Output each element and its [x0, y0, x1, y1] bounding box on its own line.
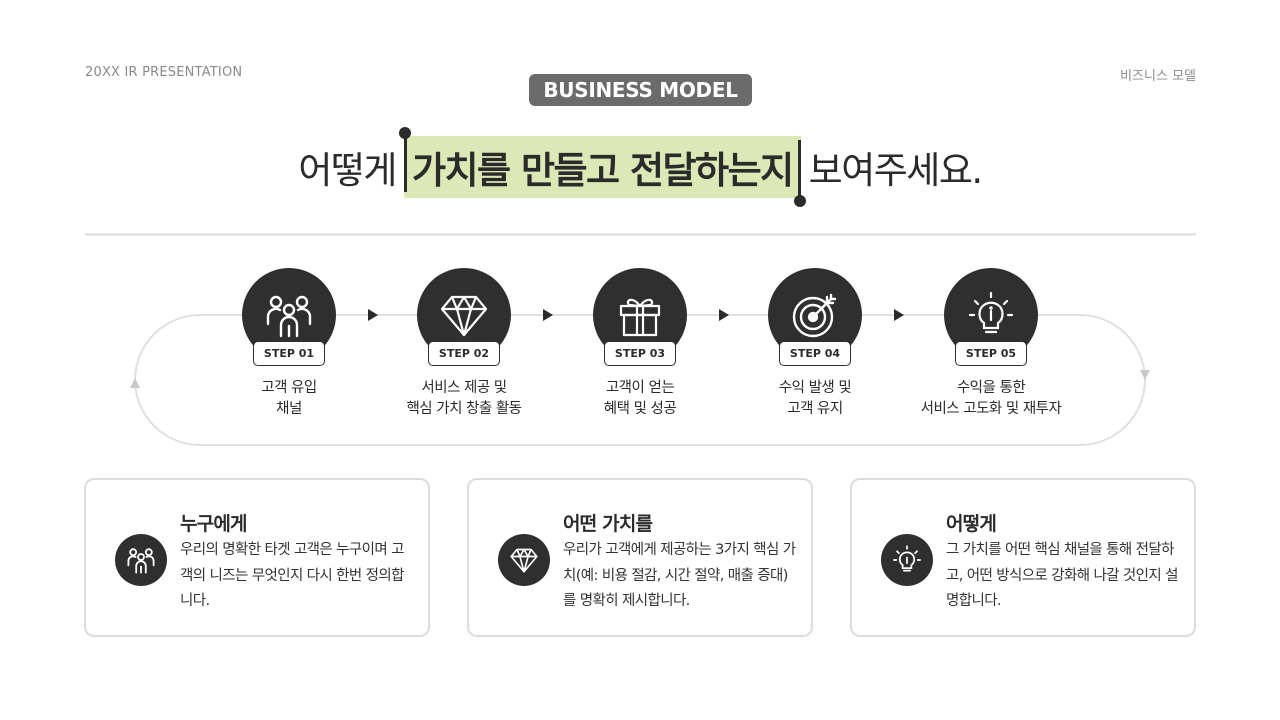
card-icon-circle — [881, 534, 933, 586]
lightbulb-icon — [968, 291, 1014, 334]
step-caption: 고객 유입 채널 — [169, 378, 409, 420]
section-label: 비즈니스 모델 — [1120, 69, 1196, 84]
gift-icon — [619, 298, 661, 337]
step-label: STEP 05 — [955, 341, 1027, 366]
card-title: 어떻게 — [946, 513, 997, 535]
step-caption-line: 핵심 가치 창출 활동 — [406, 401, 522, 417]
step-caption-line: 고객 유지 — [787, 401, 843, 417]
card-body: 우리의 명확한 타겟 고객은 누구이며 고객의 니즈는 무엇인지 다시 한번 정… — [180, 542, 404, 609]
target-icon — [792, 293, 837, 338]
arrow-up-icon — [130, 378, 140, 388]
step-caption: 서비스 제공 및 핵심 가치 창출 활동 — [344, 378, 584, 420]
step-caption-line: 고객이 얻는 — [605, 380, 675, 396]
arrow-right-icon — [543, 309, 553, 321]
divider — [85, 233, 1196, 236]
card-how: 어떻게 그 가치를 어떤 핵심 채널을 통해 전달하고, 어떤 방식으로 강화해… — [850, 478, 1196, 637]
title-suffix: 보여주세요. — [808, 149, 983, 192]
step-caption-line: 서비스 고도화 및 재투자 — [920, 401, 1062, 417]
step-label: STEP 04 — [779, 341, 851, 366]
card-body: 우리가 고객에게 제공하는 3가지 핵심 가치(예: 비용 절감, 시간 절약,… — [563, 542, 796, 609]
card-title: 어떤 가치를 — [563, 513, 653, 535]
arrow-right-icon — [894, 309, 904, 321]
step-label: STEP 01 — [253, 341, 325, 366]
step-caption: 고객이 얻는 혜택 및 성공 — [520, 378, 760, 420]
card-icon-circle — [115, 534, 167, 586]
card-title: 누구에게 — [180, 513, 248, 535]
diamond-icon — [510, 548, 538, 573]
title-prefix: 어떻게 — [298, 149, 397, 192]
diamond-icon — [440, 295, 488, 337]
step-caption: 수익 발생 및 고객 유지 — [695, 378, 935, 420]
highlight-dot-icon — [398, 127, 411, 139]
highlight-dot-icon — [793, 195, 806, 207]
arrow-right-icon — [719, 309, 729, 321]
step-caption-line: 고객 유입 — [261, 380, 317, 396]
title-highlight: 가치를 만들고 전달하는지 — [398, 127, 806, 207]
presentation-label: 20XX IR PRESENTATION — [85, 65, 243, 80]
loop-track — [133, 314, 1147, 446]
step-caption-line: 혜택 및 성공 — [603, 401, 677, 417]
step-caption-line: 수익 발생 및 — [778, 380, 852, 396]
lightbulb-icon — [893, 545, 921, 572]
step-label: STEP 03 — [604, 341, 676, 366]
title-highlight-text: 가치를 만들고 전달하는지 — [411, 149, 794, 192]
card-who: 누구에게 우리의 명확한 타겟 고객은 누구이며 고객의 니즈는 무엇인지 다시… — [84, 478, 430, 637]
page-title: 어떻게 가치를 만들고 전달하는지 보여주세요. — [0, 127, 1280, 207]
step-caption-line: 서비스 제공 및 — [421, 380, 507, 396]
step-caption-line: 채널 — [276, 401, 302, 417]
card-what: 어떤 가치를 우리가 고객에게 제공하는 3가지 핵심 가치(예: 비용 절감,… — [467, 478, 813, 637]
section-badge: BUSINESS MODEL — [529, 74, 752, 106]
step-label: STEP 02 — [428, 341, 500, 366]
arrow-right-icon — [368, 309, 378, 321]
step-caption: 수익을 통한 서비스 고도화 및 재투자 — [871, 378, 1111, 420]
people-icon — [266, 295, 312, 338]
arrow-down-icon — [1140, 370, 1150, 380]
card-body: 그 가치를 어떤 핵심 채널을 통해 전달하고, 어떤 방식으로 강화해 나갈 … — [946, 542, 1179, 609]
step-caption-line: 수익을 통한 — [956, 380, 1026, 396]
people-icon — [127, 548, 155, 574]
card-icon-circle — [498, 534, 550, 586]
